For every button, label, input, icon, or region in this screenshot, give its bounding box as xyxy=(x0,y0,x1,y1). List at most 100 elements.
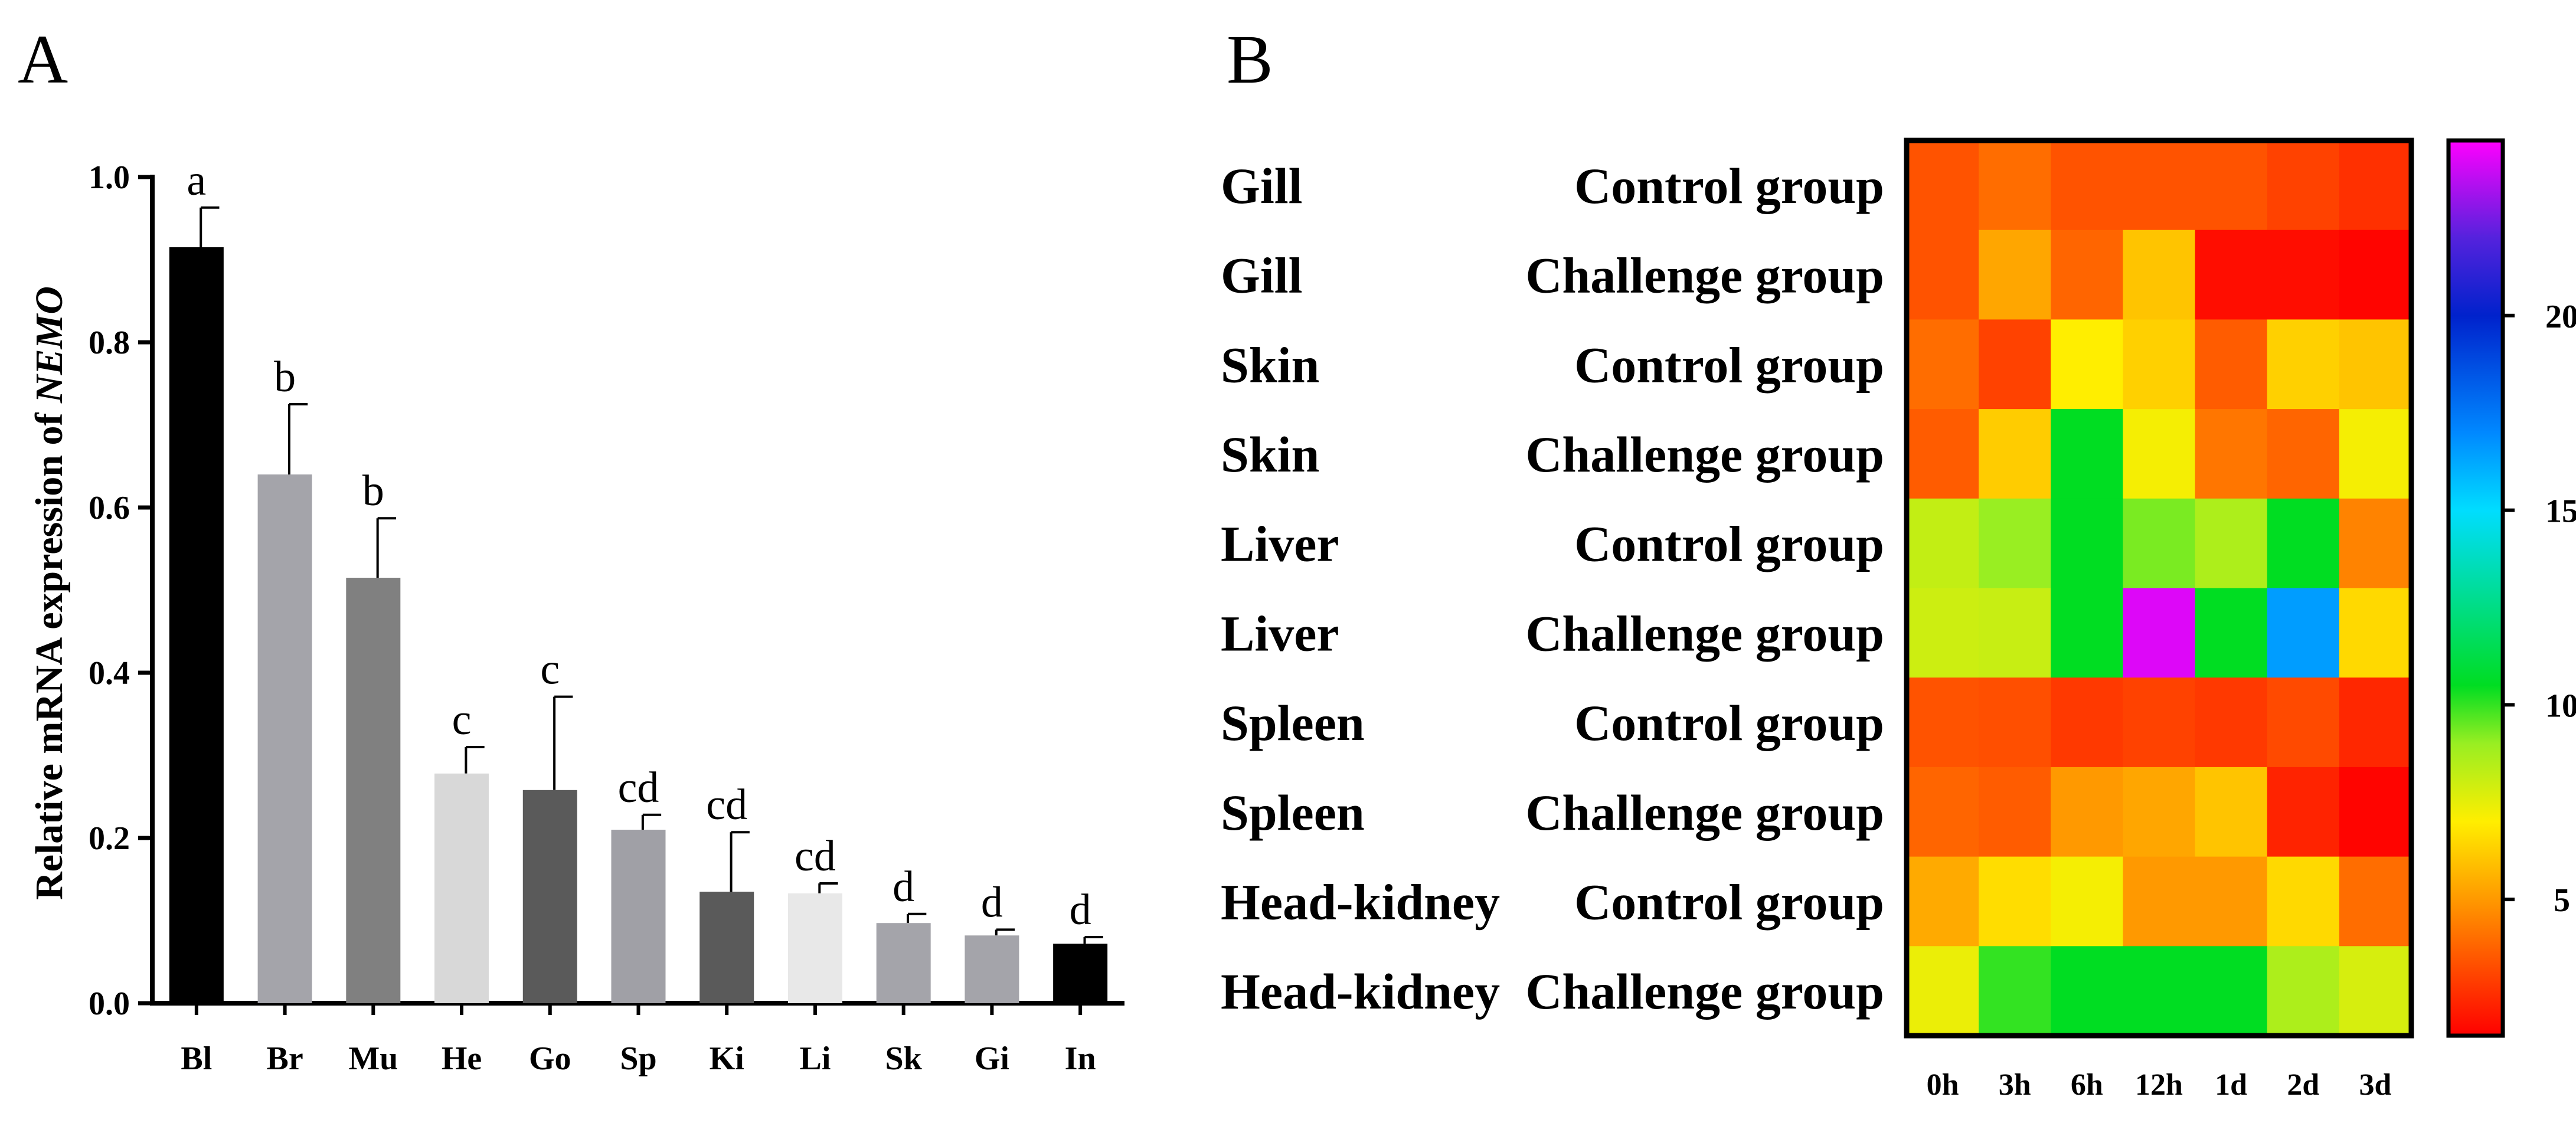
heatmap-cell xyxy=(1907,677,1979,768)
heatmap-cell xyxy=(2051,319,2123,410)
heatmap-cell xyxy=(2339,409,2412,499)
heatmap-cells xyxy=(1904,137,2414,1039)
heatmap-cell xyxy=(2267,588,2340,678)
bar-gi xyxy=(965,935,1019,1003)
heatmap-cell xyxy=(1979,140,2051,231)
heatmap-cell xyxy=(1907,946,1979,1036)
x-tick-label: Ki xyxy=(710,1040,744,1077)
heatmap-cell xyxy=(2195,230,2268,320)
heatmap-cell xyxy=(2051,230,2123,320)
bar-br xyxy=(257,474,312,1003)
significance-label: c xyxy=(452,696,472,744)
column-label: 2d xyxy=(2287,1068,2319,1102)
x-tick-label: In xyxy=(1065,1040,1096,1077)
heatmap-cell xyxy=(2123,856,2196,947)
heatmap-cell xyxy=(2051,946,2123,1036)
heatmap-cell xyxy=(2267,677,2340,768)
heatmap-cell xyxy=(2339,498,2412,588)
heatmap-cell xyxy=(2195,498,2268,588)
significance-label: d xyxy=(893,863,914,911)
heatmap-cell xyxy=(2195,588,2268,678)
bar-mu xyxy=(346,578,401,1003)
heatmap-cell xyxy=(2123,319,2196,410)
heatmap-cell xyxy=(2051,498,2123,588)
heatmap-cell xyxy=(2123,409,2196,499)
row-tissue-label: Liver xyxy=(1221,516,1339,572)
y-tick-label: 0.4 xyxy=(89,655,130,692)
x-tick-label: Br xyxy=(266,1040,303,1077)
x-tick-label: Bl xyxy=(181,1040,212,1077)
heatmap-cell xyxy=(2195,677,2268,768)
heatmap-cell xyxy=(2123,498,2196,588)
colorbar-tick-label: 15 xyxy=(2545,493,2576,530)
heatmap-cell xyxy=(1907,319,1979,410)
column-label: 3h xyxy=(1999,1068,2031,1102)
column-label: 6h xyxy=(2071,1068,2103,1102)
column-label: 1d xyxy=(2215,1068,2247,1102)
heatmap-cell xyxy=(2339,767,2412,857)
heatmap-cell xyxy=(1907,140,1979,231)
heatmap-cell xyxy=(2339,677,2412,768)
heatmap-cell xyxy=(1979,409,2051,499)
heatmap-cell xyxy=(2267,767,2340,857)
heatmap-cell xyxy=(2123,588,2196,678)
bar-li xyxy=(787,893,842,1003)
heatmap-cell xyxy=(2051,767,2123,857)
bar-chart: Relative mRNA expression of NEMO 0.00.20… xyxy=(28,156,1124,1077)
y-tick-label: 1.0 xyxy=(89,159,130,196)
heatmap-cell xyxy=(2339,946,2412,1036)
row-tissue-label: Spleen xyxy=(1221,784,1365,841)
row-group-label: Challenge group xyxy=(1525,784,1884,841)
heatmap-cell xyxy=(2267,230,2340,320)
x-tick-label: Li xyxy=(799,1040,831,1077)
panel-b-label: B xyxy=(1227,21,1273,98)
y-axis-title-text: Relative mRNA expression of xyxy=(28,403,71,900)
bar-ki xyxy=(699,892,754,1003)
significance-label: cd xyxy=(618,764,659,812)
heatmap-cell xyxy=(1907,409,1979,499)
row-group-label: Control group xyxy=(1574,516,1884,572)
bar-bl xyxy=(169,247,224,1003)
colorbar-gradient xyxy=(2446,138,2505,1038)
heatmap-cell xyxy=(2123,140,2196,231)
x-tick-label: Mu xyxy=(348,1040,398,1077)
row-tissue-label: Head-kidney xyxy=(1221,963,1500,1020)
heatmap-cell xyxy=(1979,946,2051,1036)
row-tissue-label: Spleen xyxy=(1221,695,1365,751)
row-tissue-label: Gill xyxy=(1221,247,1303,304)
row-group-label: Challenge group xyxy=(1525,605,1884,662)
row-tissue-label: Gill xyxy=(1221,158,1303,214)
heatmap-cell xyxy=(2051,588,2123,678)
heatmap-cell xyxy=(2123,230,2196,320)
x-tick-label: Gi xyxy=(975,1040,1009,1077)
row-group-label: Challenge group xyxy=(1525,426,1884,483)
heatmap-cell xyxy=(1979,588,2051,678)
heatmap-cell xyxy=(2051,677,2123,768)
heatmap-cell xyxy=(1907,856,1979,947)
y-tick-label: 0.8 xyxy=(89,325,130,361)
row-tissue-label: Skin xyxy=(1221,426,1319,483)
significance-label: cd xyxy=(706,781,747,829)
x-tick-label: Go xyxy=(529,1040,571,1077)
heatmap-cell xyxy=(1979,677,2051,768)
significance-label: a xyxy=(187,156,206,205)
row-tissue-label: Head-kidney xyxy=(1221,873,1500,930)
heatmap-cell xyxy=(2339,319,2412,410)
significance-label: d xyxy=(981,878,1003,926)
heatmap-cell xyxy=(2123,946,2196,1036)
heatmap-cell xyxy=(2267,856,2340,947)
row-group-label: Challenge group xyxy=(1525,963,1884,1020)
row-group-label: Control group xyxy=(1574,695,1884,751)
y-axis-title-gene: NEMO xyxy=(28,286,71,404)
heatmap-cell xyxy=(2267,409,2340,499)
heatmap-cell xyxy=(1979,856,2051,947)
significance-label: b xyxy=(274,353,296,401)
x-tick-label: He xyxy=(442,1040,482,1077)
column-label: 12h xyxy=(2135,1068,2183,1102)
